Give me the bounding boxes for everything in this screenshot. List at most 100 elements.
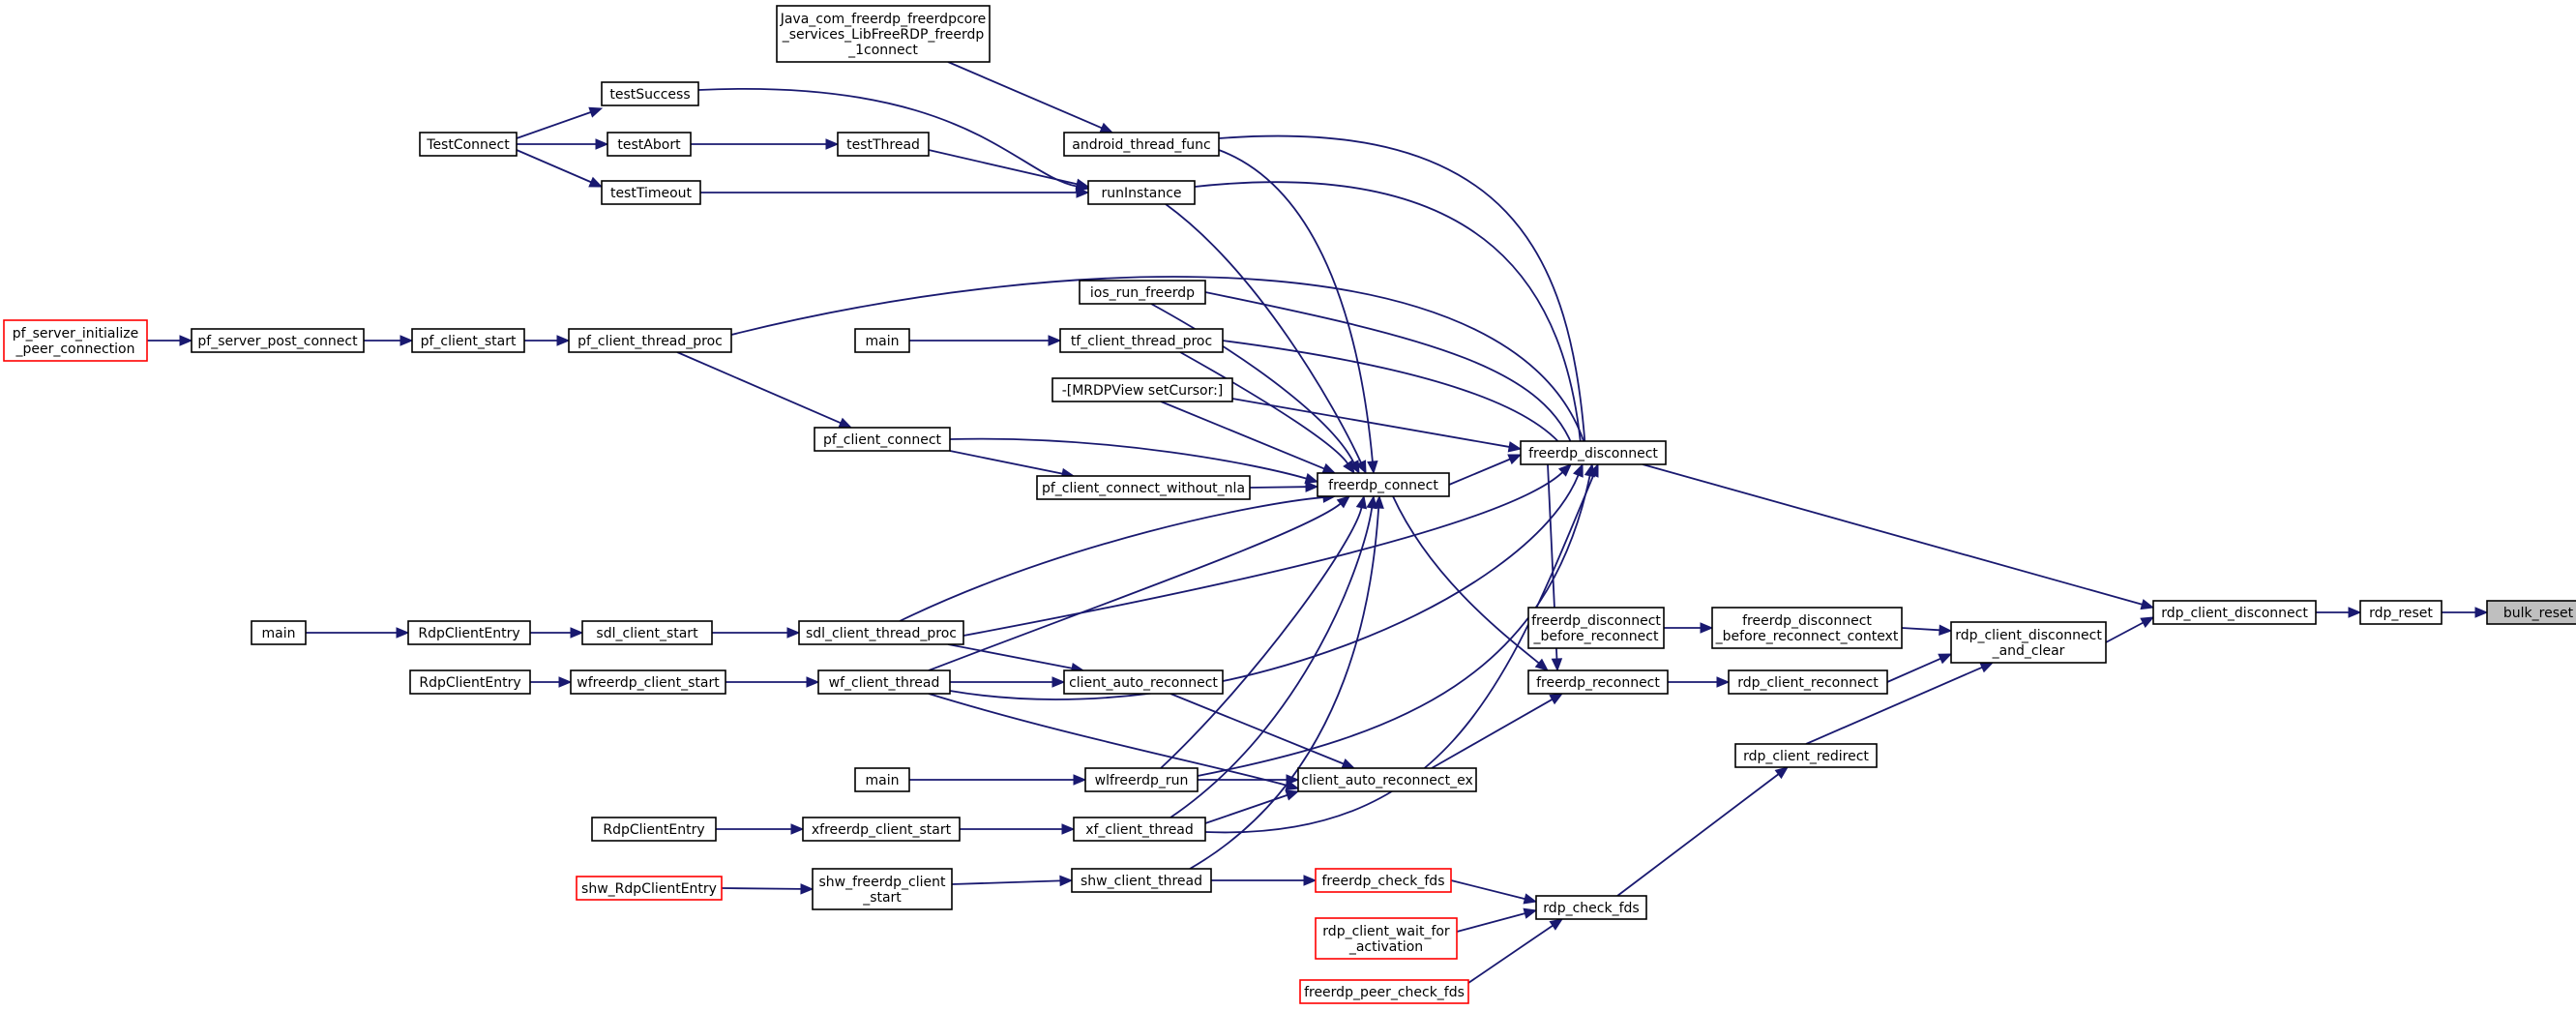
node-jni-connect[interactable]: Java_com_freerdp_freerdpcore_services_Li… — [776, 5, 991, 63]
edge-line — [899, 496, 1324, 622]
node-freerdp-peer-check-fds[interactable]: freerdp_peer_check_fds — [1299, 979, 1469, 1004]
node-main-sdl[interactable]: main — [251, 620, 307, 645]
node-android-thread-func[interactable]: android_thread_func — [1063, 132, 1220, 157]
edge-shwstart-shw — [951, 875, 1074, 887]
node-sdl-client-start[interactable]: sdl_client_start — [581, 620, 713, 645]
node-rdp-client-disconnect-and-clear[interactable]: rdp_client_disconnect_and_clear — [1950, 621, 2107, 664]
node-testSuccess[interactable]: testSuccess — [601, 81, 699, 106]
node-label: shw_RdpClientEntry — [581, 881, 717, 897]
edge-line — [928, 502, 1342, 671]
edge-fdisc-disc — [1642, 463, 2155, 610]
node-rdp-client-wait-for-activation[interactable]: rdp_client_wait_for_activation — [1315, 917, 1458, 960]
node-testThread[interactable]: testThread — [837, 132, 930, 157]
node-main-wl[interactable]: main — [854, 767, 910, 792]
node-wfreerdp-client-start[interactable]: wfreerdp_client_start — [570, 669, 726, 695]
edge-sdl-car — [947, 643, 1085, 674]
node-RdpClientEntry-wf[interactable]: RdpClientEntry — [409, 669, 531, 695]
node-bulk-reset[interactable]: bulk_reset — [2486, 600, 2576, 625]
node-box — [591, 817, 717, 842]
node-RdpClientEntry-sdl[interactable]: RdpClientEntry — [407, 620, 531, 645]
edge-arrowhead — [1076, 187, 1090, 198]
node-rdp-reset[interactable]: rdp_reset — [2359, 600, 2443, 625]
node-box — [419, 132, 518, 157]
node-box — [854, 767, 910, 792]
edge-line — [1170, 507, 1374, 818]
node-wlfreerdp-run[interactable]: wlfreerdp_run — [1084, 767, 1199, 792]
edge-wfstart-wf — [725, 676, 820, 688]
node-sdl-client-thread-proc[interactable]: sdl_client_thread_proc — [798, 620, 964, 645]
node-label: freerdp_connect — [1328, 478, 1438, 493]
node-freerdp-reconnect[interactable]: freerdp_reconnect — [1527, 669, 1669, 695]
node-xf-client-thread[interactable]: xf_client_thread — [1073, 817, 1206, 842]
node-label: testSuccess — [609, 87, 690, 103]
node-ios-run-freerdp[interactable]: ios_run_freerdp — [1079, 280, 1206, 305]
node-tf-client-thread-proc[interactable]: tf_client_thread_proc — [1059, 328, 1224, 353]
node-freerdp-disconnect[interactable]: freerdp_disconnect — [1520, 440, 1667, 465]
node-box — [1315, 868, 1452, 893]
edge-arrowhead — [806, 676, 820, 688]
node-label: rdp_client_disconnect — [1955, 628, 2102, 643]
edge-arrowhead — [1305, 481, 1319, 492]
node-client-auto-reconnect[interactable]: client_auto_reconnect — [1063, 669, 1224, 695]
node-shw-freerdp-client-start[interactable]: shw_freerdp_client_start — [812, 868, 953, 910]
node-rdp-client-reconnect[interactable]: rdp_client_reconnect — [1728, 669, 1888, 695]
edge-shw-fc — [1189, 494, 1384, 870]
edge-wf-car — [950, 676, 1066, 688]
node-shw-RdpClientEntry[interactable]: shw_RdpClientEntry — [576, 876, 723, 901]
node-pf-client-connect-without-nla[interactable]: pf_client_connect_without_nla — [1036, 475, 1251, 500]
node-mrdpview[interactable]: -[MRDPView setCursor:] — [1051, 377, 1233, 402]
node-pf-server-initialize-peer-connection[interactable]: pf_server_initialize_peer_connection — [3, 319, 148, 362]
edge-line — [1467, 925, 1554, 984]
edge-arrowhead — [1303, 875, 1318, 886]
node-freerdp-check-fds[interactable]: freerdp_check_fds — [1315, 868, 1452, 893]
node-freerdp-connect[interactable]: freerdp_connect — [1317, 472, 1450, 497]
edge-arrowhead — [588, 106, 604, 118]
node-label: sdl_client_thread_proc — [806, 626, 957, 641]
edge-line — [1204, 474, 1595, 834]
node-pf-client-connect[interactable]: pf_client_connect — [814, 427, 951, 452]
edge-entry-wfstart — [530, 676, 573, 688]
node-runInstance[interactable]: runInstance — [1087, 180, 1196, 205]
edge-arrowhead — [1573, 462, 1584, 478]
edge-testconn-success — [516, 106, 604, 139]
edge-line — [676, 351, 842, 425]
node-shw-client-thread[interactable]: shw_client_thread — [1071, 868, 1212, 893]
node-xfreerdp-client-start[interactable]: xfreerdp_client_start — [802, 817, 961, 842]
edge-check-redir — [1616, 766, 1790, 897]
node-main-tf[interactable]: main — [854, 328, 910, 353]
node-label: pf_server_post_connect — [197, 334, 358, 349]
edge-arrowhead — [595, 138, 609, 150]
node-box — [1315, 917, 1458, 960]
node-rdp-client-redirect[interactable]: rdp_client_redirect — [1734, 743, 1878, 768]
edge-arrowhead — [1341, 758, 1356, 769]
node-pf-client-start[interactable]: pf_client_start — [411, 328, 525, 353]
edge-line — [949, 474, 1580, 700]
node-freerdp-disconnect-before-reconnect-context[interactable]: freerdp_disconnect_before_reconnect_cont… — [1711, 607, 1903, 649]
node-rdp-client-disconnect[interactable]: rdp_client_disconnect — [2152, 600, 2317, 625]
node-pf-client-thread-proc[interactable]: pf_client_thread_proc — [568, 328, 732, 353]
edge-pfc-pfcnla — [949, 450, 1076, 480]
node-client-auto-reconnect-ex[interactable]: client_auto_reconnect_ex — [1297, 767, 1477, 792]
edge-arrowhead — [1587, 462, 1599, 478]
node-testAbort[interactable]: testAbort — [607, 132, 692, 157]
node-label: client_auto_reconnect_ex — [1301, 773, 1472, 788]
node-TestConnect[interactable]: TestConnect — [419, 132, 518, 157]
edge-arrowhead — [1343, 460, 1355, 475]
node-freerdp-disconnect-before-reconnect[interactable]: freerdp_disconnect_before_reconnect — [1527, 607, 1665, 649]
node-rdp-check-fds[interactable]: rdp_check_fds — [1535, 895, 1647, 920]
node-wf-client-thread[interactable]: wf_client_thread — [817, 669, 951, 695]
node-box — [1073, 817, 1206, 842]
edge-ios-fc — [1150, 303, 1360, 475]
edge-cfds-check — [1450, 879, 1538, 905]
edge-shw-cfds — [1210, 875, 1318, 886]
node-pf-server-post-connect[interactable]: pf_server_post_connect — [191, 328, 365, 353]
edge-arrowhead — [1348, 460, 1360, 475]
edge-arrowhead — [1507, 441, 1523, 453]
node-RdpClientEntry-xf[interactable]: RdpClientEntry — [591, 817, 717, 842]
node-testTimeout[interactable]: testTimeout — [601, 180, 701, 205]
edge-line — [1642, 463, 2143, 606]
edge-line — [2105, 621, 2144, 643]
node-box — [1299, 979, 1469, 1004]
node-box — [1527, 669, 1669, 695]
node-box — [1711, 607, 1903, 649]
